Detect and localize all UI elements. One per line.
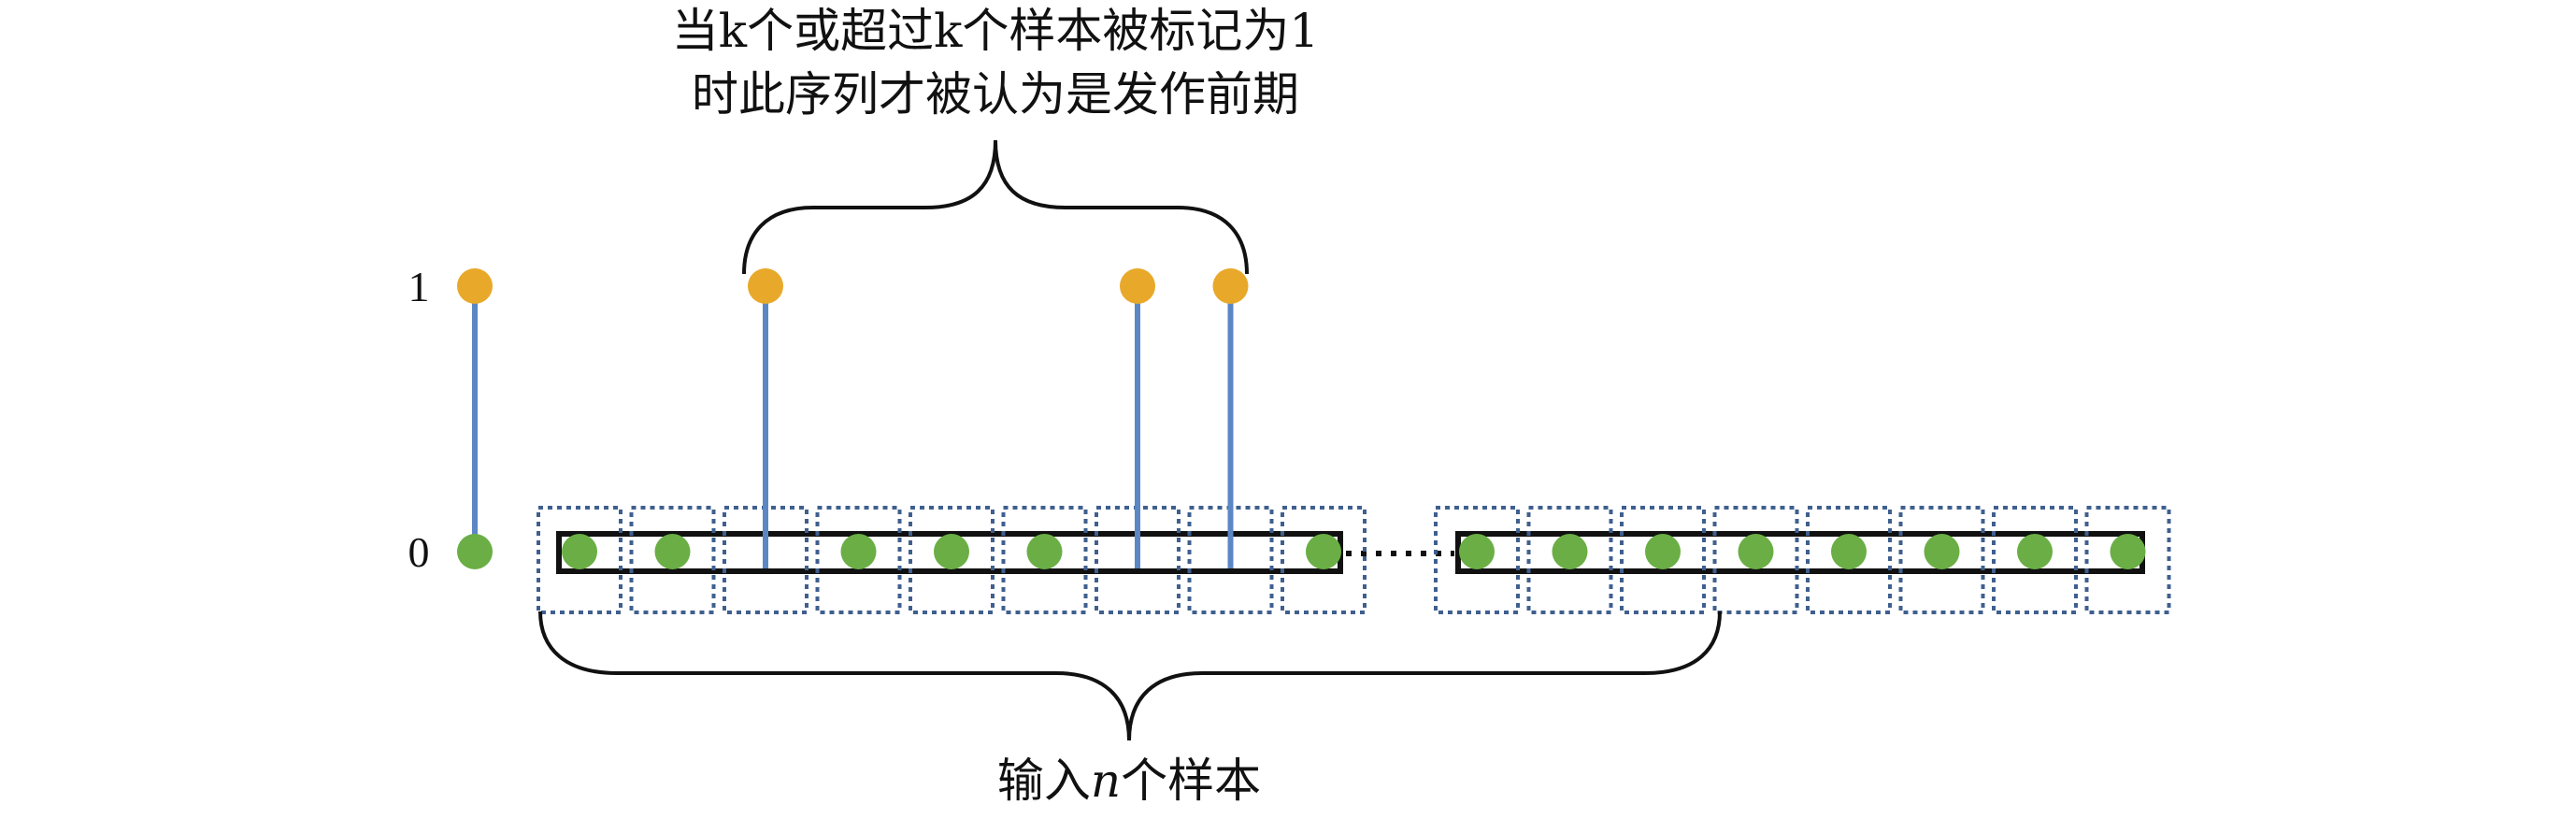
left-sample-negative-dot-8 <box>1306 534 1341 569</box>
left-sample-window-3 <box>815 506 902 614</box>
sample-stems <box>763 286 1234 568</box>
left-sample-positive-dot-2 <box>748 268 783 304</box>
left-sample-window-1 <box>629 506 716 614</box>
bottom-annotation-variable: n <box>1091 754 1121 808</box>
right-sample-window-5 <box>1898 506 1985 614</box>
right-sample-negative-dot-1 <box>1552 534 1588 569</box>
left-sample-positive-dot-7 <box>1212 268 1249 304</box>
legend-label-1: 1 <box>408 263 430 310</box>
sample-dots <box>562 268 2146 569</box>
right-sample-window-4 <box>1806 506 1892 614</box>
right-sample-negative-dot-7 <box>2110 534 2146 569</box>
right-sample-negative-dot-3 <box>1738 534 1774 569</box>
bottom-brace <box>538 611 1722 741</box>
left-sample-window-0 <box>537 506 623 614</box>
right-sample-window-3 <box>1712 506 1799 614</box>
left-sample-positive-dot-6 <box>1120 268 1155 304</box>
right-sample-window-6 <box>1992 506 2078 614</box>
left-sample-negative-dot-5 <box>1026 534 1063 569</box>
legend-label-0: 0 <box>408 528 430 576</box>
right-sample-window-1 <box>1526 506 1613 614</box>
legend-negative-dot <box>457 534 493 569</box>
right-sample-negative-dot-6 <box>2017 534 2053 569</box>
sample-windows <box>537 506 2171 614</box>
bottom-annotation-suffix: 个样本 <box>1121 754 1261 808</box>
bottom-annotation: 输入n个样本 <box>997 754 1261 808</box>
left-sample-window-8 <box>1281 506 1367 614</box>
right-sample-negative-dot-2 <box>1645 534 1681 569</box>
right-sample-negative-dot-4 <box>1831 534 1867 569</box>
top-brace <box>742 139 1249 275</box>
bottom-annotation-prefix: 输入 <box>997 754 1091 808</box>
left-sample-window-5 <box>1001 506 1088 614</box>
legend-axis: 1 0 <box>408 263 493 576</box>
left-sample-negative-dot-0 <box>562 534 597 569</box>
top-annotation-line2: 时此序列才被认为是发作前期 <box>692 67 1299 122</box>
right-sample-negative-dot-5 <box>1924 534 1960 569</box>
left-sample-negative-dot-4 <box>934 534 969 569</box>
left-sample-negative-dot-1 <box>654 534 691 569</box>
top-annotation-line1: 当k个或超过k个样本被标记为1 <box>672 4 1319 58</box>
right-sample-window-0 <box>1434 506 1520 614</box>
left-sample-negative-dot-3 <box>840 534 877 569</box>
left-sample-window-4 <box>909 506 995 614</box>
right-sample-window-2 <box>1620 506 1706 614</box>
sequence-bars <box>556 531 2145 574</box>
right-sample-negative-dot-0 <box>1459 534 1495 569</box>
legend-positive-dot <box>457 268 493 304</box>
right-sample-window-7 <box>2084 506 2171 614</box>
